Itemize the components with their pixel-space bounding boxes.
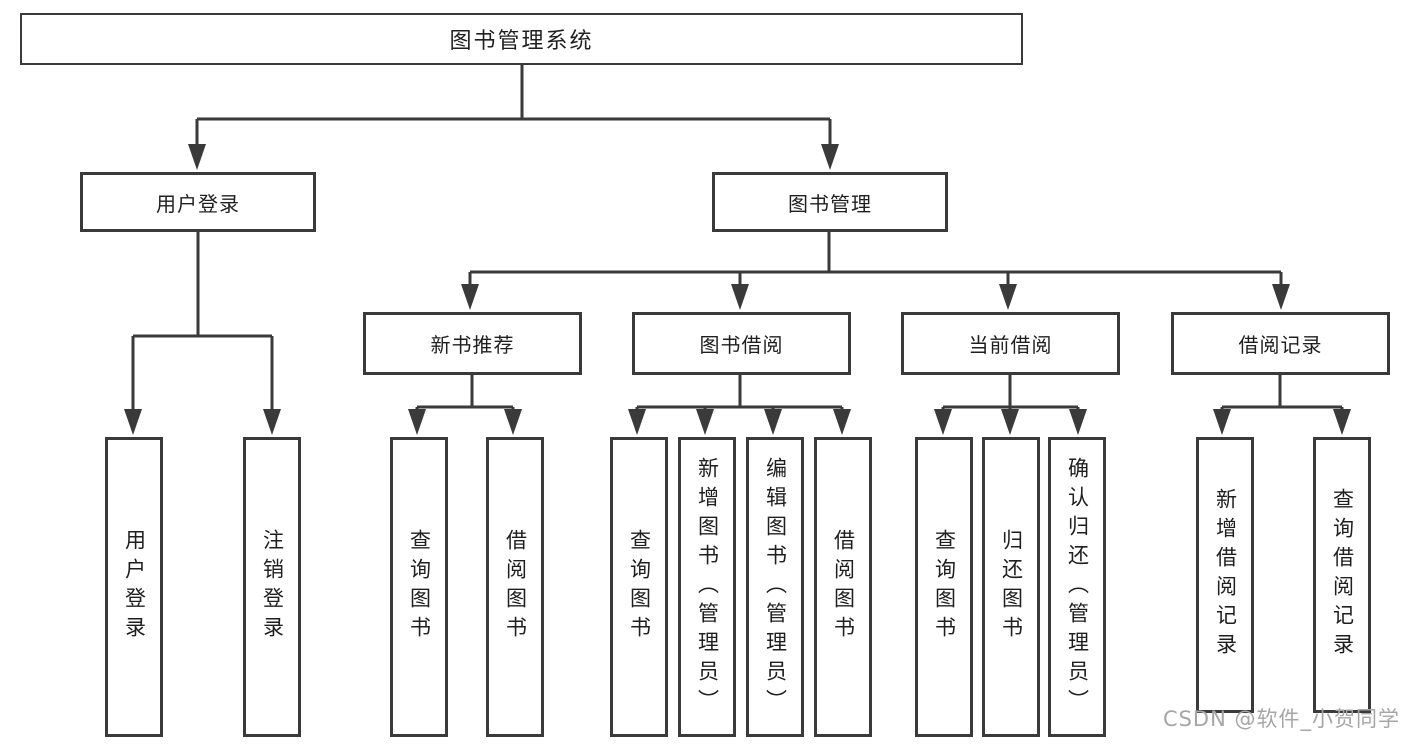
arrow-cb-2	[1001, 409, 1019, 435]
arrow-current-borrow	[999, 284, 1017, 310]
arrow-nb-1	[408, 409, 426, 435]
leaf-query-books-nb: 查询图书	[390, 437, 448, 737]
leaf-return-books: 归还图书	[982, 437, 1040, 737]
node-root: 图书管理系统	[20, 13, 1023, 65]
leaf-add-books-admin: 新增图书（管理员）	[678, 437, 736, 737]
csdn-watermark: CSDN @软件_小贺同学	[1162, 707, 1400, 731]
arrow-bb-4	[833, 409, 851, 435]
arrow-cb-3	[1069, 409, 1087, 435]
leaf-borrow-books-nb: 借阅图书	[486, 437, 544, 737]
arrow-rc-2	[1333, 409, 1351, 435]
leaf-query-books-cb: 查询图书	[915, 437, 973, 737]
node-book-borrow: 图书借阅	[632, 312, 851, 375]
node-user-login: 用户登录	[80, 172, 316, 232]
arrow-bb-3	[764, 409, 782, 435]
arrow-cb-1	[934, 409, 952, 435]
leaf-edit-books-admin: 编辑图书（管理员）	[746, 437, 804, 737]
arrow-nb-2	[504, 409, 522, 435]
arrow-leaf-login	[124, 409, 142, 435]
leaf-borrow-books-bb: 借阅图书	[814, 437, 872, 737]
arrow-new-book	[461, 284, 479, 310]
leaf-logout: 注销登录	[243, 437, 301, 737]
arrow-rc-1	[1213, 409, 1231, 435]
leaf-confirm-return-admin: 确认归还（管理员）	[1048, 437, 1106, 737]
arrow-leaf-logout	[263, 409, 281, 435]
leaf-user-login: 用户登录	[105, 437, 163, 737]
node-book-management: 图书管理	[712, 172, 948, 232]
leaf-query-books-bb: 查询图书	[610, 437, 668, 737]
node-new-book-recommend: 新书推荐	[363, 312, 582, 375]
arrow-bb-2	[696, 409, 714, 435]
node-borrow-records: 借阅记录	[1171, 312, 1390, 375]
arrowheads	[124, 144, 1351, 435]
arrow-borrow-records	[1272, 284, 1290, 310]
node-current-borrow: 当前借阅	[901, 312, 1120, 375]
arrow-book-mgmt	[821, 144, 839, 170]
arrow-user-login	[188, 144, 206, 170]
arrow-book-borrow	[731, 284, 749, 310]
arrow-bb-1	[628, 409, 646, 435]
leaf-query-borrow-record: 查询借阅记录	[1313, 437, 1371, 713]
leaf-add-borrow-record: 新增借阅记录	[1196, 437, 1254, 713]
